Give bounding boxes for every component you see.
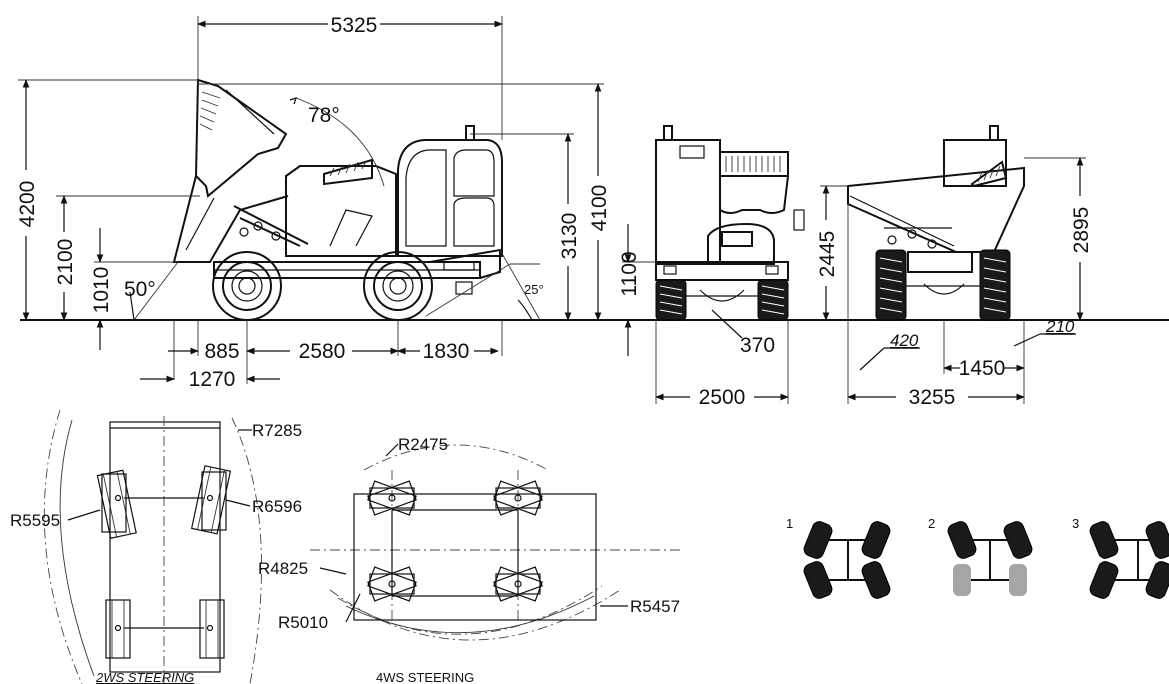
radius-4ws-top: R2475 bbox=[398, 435, 448, 454]
dim-overall-height: 4100 bbox=[588, 185, 611, 232]
dim-wheelbase: 2580 bbox=[299, 340, 346, 363]
rear-wheel bbox=[212, 251, 282, 321]
tire-icon bbox=[1145, 521, 1169, 559]
steering-2ws-diagram bbox=[43, 409, 262, 684]
steering-4ws-diagram bbox=[310, 443, 682, 641]
dim-side-height: 1100 bbox=[618, 251, 641, 296]
dim-overall-length: 5325 bbox=[331, 14, 378, 37]
wheel-4ws-rl bbox=[367, 566, 417, 602]
tire-icon bbox=[1003, 521, 1033, 559]
dim-right-offset: 210 bbox=[1045, 317, 1075, 336]
tip-angle-label: 78° bbox=[308, 104, 340, 127]
dim-left-offset: 420 bbox=[890, 331, 919, 350]
side-view bbox=[129, 78, 541, 321]
steering-mode-number: 3 bbox=[1072, 516, 1079, 531]
dim-front-overhang: 885 bbox=[204, 340, 239, 363]
tire-icon bbox=[1089, 521, 1119, 559]
dim-tire-width: 370 bbox=[740, 334, 775, 357]
dim-skip-height: 2445 bbox=[816, 231, 839, 278]
tire-icon bbox=[947, 521, 977, 559]
dim-front-reach: 1270 bbox=[189, 368, 236, 391]
dim-top-height: 2895 bbox=[1070, 207, 1093, 254]
rear-view bbox=[847, 125, 1025, 321]
radius-4ws-right: R5457 bbox=[630, 597, 680, 616]
radius-4ws-left-a: R4825 bbox=[258, 559, 308, 578]
skip-grille bbox=[199, 91, 221, 131]
steering-mode-number: 2 bbox=[928, 516, 935, 531]
tire-icon bbox=[1145, 561, 1169, 599]
departure-angle-label: 25° bbox=[524, 282, 544, 297]
radius-2ws-inner-left: R5595 bbox=[10, 511, 60, 530]
rear-view-dimensions bbox=[820, 157, 1086, 404]
dim-rear-overall-width: 3255 bbox=[909, 386, 956, 409]
front-view-dimensions bbox=[622, 224, 789, 404]
front-view bbox=[655, 125, 805, 321]
steering-mode-1: 1 bbox=[786, 516, 891, 599]
dim-front-overall-width: 2500 bbox=[699, 386, 746, 409]
tire-icon bbox=[861, 521, 891, 559]
wheel-4ws-rr bbox=[493, 566, 543, 602]
caption-4ws: 4WS STEERING bbox=[376, 670, 474, 684]
radius-4ws-left-b: R5010 bbox=[278, 613, 328, 632]
wheel-4ws-fr bbox=[493, 480, 543, 516]
steering-mode-number: 1 bbox=[786, 516, 793, 531]
steering-mode-2: 2 bbox=[928, 516, 1033, 596]
front-wheel bbox=[363, 251, 433, 321]
dim-track-width: 1450 bbox=[959, 357, 1006, 380]
radius-2ws-outer: R7285 bbox=[252, 421, 302, 440]
tire-icon-inactive bbox=[1009, 564, 1027, 596]
dim-clearance-height: 1010 bbox=[90, 267, 113, 314]
tire-icon-inactive bbox=[953, 564, 971, 596]
caption-2ws: 2WS STEERING bbox=[95, 670, 194, 684]
tire-icon bbox=[803, 521, 833, 559]
dump-angle-label: 50° bbox=[124, 278, 156, 301]
radius-2ws-inner-right: R6596 bbox=[252, 497, 302, 516]
dim-cab-height: 3130 bbox=[558, 213, 581, 260]
steering-mode-3: 3 bbox=[1072, 516, 1169, 599]
wheel-4ws-fl bbox=[367, 480, 417, 516]
tire-icon bbox=[1089, 561, 1119, 599]
dim-rear-overhang: 1830 bbox=[423, 340, 470, 363]
dim-lifted-height: 2100 bbox=[54, 239, 77, 286]
dim-dump-height: 4200 bbox=[16, 181, 39, 228]
tire-icon bbox=[861, 561, 891, 599]
tire-icon bbox=[803, 561, 833, 599]
side-view-dimensions bbox=[18, 16, 604, 384]
